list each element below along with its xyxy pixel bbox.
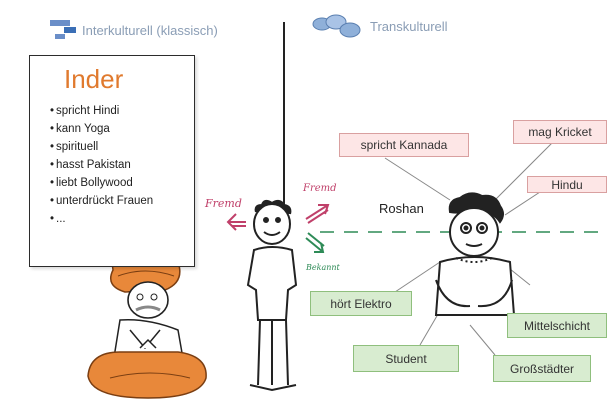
card-title: Inder: [64, 64, 124, 94]
bekannt-label: Bekannt: [306, 263, 340, 272]
clouds-icon: [312, 14, 361, 38]
table-icon: [50, 20, 76, 39]
card-list: spricht Hindi kann Yoga spirituell hasst…: [50, 102, 153, 228]
list-item: spricht Hindi: [50, 102, 153, 120]
list-item: ...: [50, 210, 153, 228]
tag-mittelschicht: Mittelschicht: [507, 313, 607, 338]
roshan-name: Roshan: [379, 201, 424, 216]
tag-grossstaedter: Großstädter: [493, 355, 591, 382]
right-header-title: Transkulturell: [370, 19, 448, 34]
tag-spricht-kannada: spricht Kannada: [339, 133, 469, 157]
tag-student: Student: [353, 345, 459, 372]
stick-figure: [246, 199, 298, 392]
fremd-right-arrow: [305, 204, 330, 224]
list-item: kann Yoga: [50, 120, 153, 138]
list-item: unterdrückt Frauen: [50, 192, 153, 210]
inder-card: Inder spricht Hindi kann Yoga spirituell…: [29, 55, 195, 267]
tag-hindu: Hindu: [527, 176, 607, 193]
roshan-figure: [434, 192, 516, 316]
fremd-left-arrow: [226, 213, 246, 231]
list-item: spirituell: [50, 138, 153, 156]
tag-mag-kricket: mag Kricket: [513, 120, 607, 144]
left-header-title: Interkulturell (klassisch): [82, 23, 218, 38]
list-item: hasst Pakistan: [50, 156, 153, 174]
list-item: liebt Bollywood: [50, 174, 153, 192]
fremd-left-label: Fremd: [205, 197, 242, 210]
tag-hoert-elektro: hört Elektro: [310, 291, 412, 316]
bekannt-arrow: [305, 232, 325, 253]
fremd-right-label: Fremd: [303, 183, 337, 194]
